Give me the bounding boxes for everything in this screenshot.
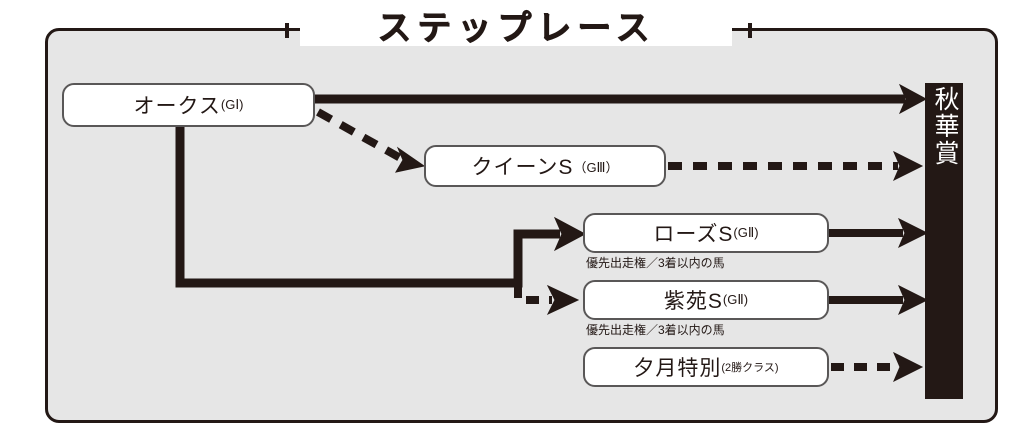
race-node-queen[interactable]: クイーンS（GⅢ） (424, 145, 666, 187)
edge-oaks-rose (175, 127, 560, 288)
arrowhead-oaks-rose (553, 216, 587, 252)
arrowhead-queen-goal (893, 150, 924, 182)
goal-bar-label: 秋華賞 (931, 86, 959, 167)
arrowhead-rose-goal (898, 217, 929, 249)
diagram-title: ステップレース (376, 7, 656, 48)
arrowhead-yuzuki-goal (893, 351, 924, 383)
race-node-oaks[interactable]: オークス(GⅠ) (62, 83, 315, 127)
race-name-shien: 紫苑S (663, 290, 723, 313)
edge-oaks-shien (514, 285, 552, 304)
caption-shien: 優先出走権／3着以内の馬 (586, 323, 725, 337)
frame-cap-right (748, 23, 752, 38)
race-grade-queen: （GⅢ） (573, 159, 619, 175)
race-node-shien[interactable]: 紫苑S(GⅡ) (583, 280, 829, 320)
race-name-queen: クイーンS (471, 156, 574, 179)
frame-cap-left (285, 23, 289, 38)
arrowhead-oaks-queen (394, 146, 426, 173)
caption-rose: 優先出走権／3着以内の馬 (586, 256, 725, 270)
arrowhead-oaks-goal (898, 83, 928, 115)
goal-bar (925, 83, 963, 399)
race-grade-shien: (GⅡ) (722, 292, 749, 307)
arrowhead-oaks-shien (546, 284, 580, 316)
race-name-yuzuki: 夕月特別 (633, 357, 722, 380)
race-name-oaks: オークス (133, 95, 221, 118)
race-node-yuzuki[interactable]: 夕月特別(2勝クラス) (583, 347, 829, 387)
race-grade-oaks: (GⅠ) (220, 97, 244, 112)
edge-oaks-queen (316, 108, 406, 164)
title-band (300, 20, 732, 46)
race-grade-yuzuki: (2勝クラス) (721, 362, 779, 374)
arrowhead-shien-goal (898, 284, 929, 316)
race-name-rose: ローズS (653, 223, 734, 246)
race-node-rose[interactable]: ローズS(GⅡ) (583, 213, 829, 253)
race-grade-rose: (GⅡ) (733, 225, 759, 240)
